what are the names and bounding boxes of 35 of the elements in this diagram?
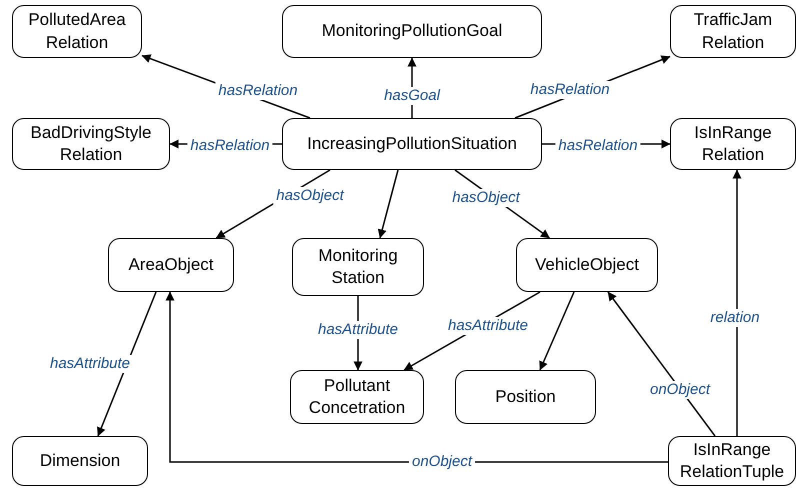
concept-label: Dimension	[40, 450, 120, 472]
concept-box	[12, 5, 142, 58]
concept-box	[292, 238, 424, 296]
arrow	[732, 170, 742, 436]
concept-box	[670, 118, 796, 170]
concept-label: PollutedArea Relation	[27, 9, 127, 54]
concept-box	[516, 238, 658, 292]
concept-label: Position	[495, 386, 556, 408]
concept-label: Monitoring Station	[317, 244, 399, 289]
edge-label: onObject	[408, 453, 476, 471]
concept-box	[108, 238, 234, 292]
concept-label: IncreasingPollutionSituation	[307, 132, 517, 155]
edge-label: hasObject	[273, 187, 347, 205]
concept-label: IsInRange Relation	[693, 122, 773, 166]
concept-label: Pollutant Concetration	[308, 374, 406, 419]
concept-label: VehicleObject	[535, 254, 639, 276]
concept-box	[282, 5, 542, 58]
concept-label: TrafficJam Relation	[692, 9, 774, 54]
concept-box	[670, 5, 796, 58]
arrow	[539, 292, 575, 370]
arrow	[607, 292, 716, 436]
concept-label: MonitoringPollutionGoal	[322, 20, 502, 42]
arrow	[378, 170, 399, 238]
arrow	[166, 292, 668, 463]
concept-label: BadDrivingStyle Relation	[30, 122, 152, 166]
edge-label: hasGoal	[381, 87, 443, 105]
concept-box	[290, 370, 424, 424]
concept-box	[455, 370, 596, 424]
concept-box	[12, 436, 148, 486]
concept-box	[668, 436, 796, 486]
concept-box	[282, 118, 542, 170]
concept-label: IsInRange RelationTuple	[678, 438, 786, 483]
concept-label: AreaObject	[128, 254, 214, 276]
arrow	[97, 292, 157, 436]
concept-box	[12, 118, 170, 170]
